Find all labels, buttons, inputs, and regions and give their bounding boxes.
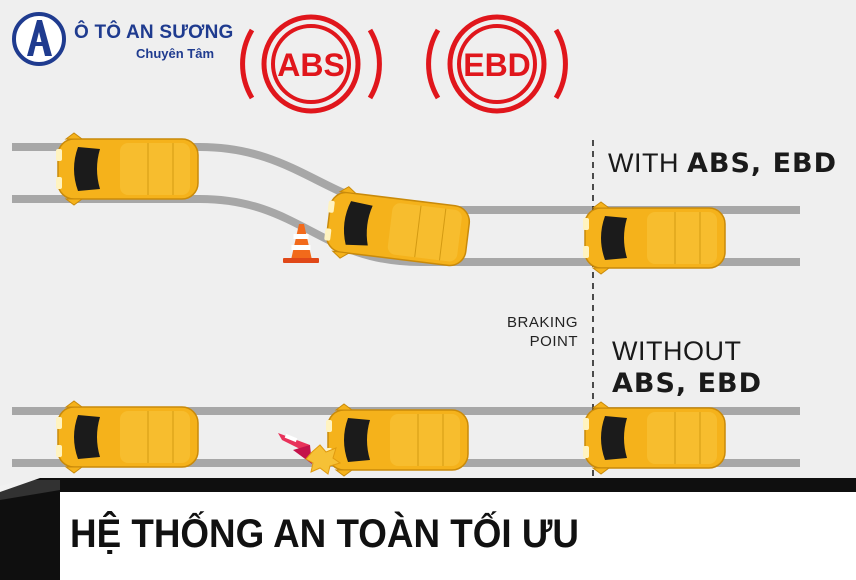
- braking-point-label: BRAKING POINT: [470, 313, 578, 351]
- without-systems: ABS, EBD: [612, 368, 763, 399]
- ebd-badge-icon: [426, 14, 568, 114]
- crash-burst-icon: [305, 444, 342, 475]
- ebd-badge-label: EBD: [463, 47, 531, 83]
- car-icon: [582, 401, 726, 475]
- brand-logo-icon: [12, 12, 66, 66]
- with-abs-label: WITH ABS, EBD: [608, 148, 837, 179]
- car-icon: [55, 400, 199, 474]
- footer-banner: [0, 478, 856, 580]
- traffic-cone-icon: [283, 224, 319, 263]
- with-systems: ABS, EBD: [686, 148, 837, 179]
- braking-line1: BRAKING: [506, 314, 578, 331]
- without-prefix: WITHOUT: [612, 336, 742, 366]
- brand: Ô TÔ AN SƯƠNG Chuyên Tâm: [12, 10, 233, 68]
- footer-title: HỆ THỐNG AN TOÀN TỐI ƯU: [70, 512, 579, 556]
- car-icon: [325, 403, 469, 477]
- without-abs-label: WITHOUT ABS, EBD: [612, 335, 762, 400]
- car-icon: [582, 201, 726, 275]
- abs-badge-label: ABS: [277, 47, 345, 83]
- car-icon: [55, 132, 199, 206]
- abs-badge-icon: [240, 14, 382, 114]
- braking-line2: POINT: [529, 333, 578, 350]
- brand-subtitle: Chuyên Tâm: [136, 46, 215, 61]
- brand-title: Ô TÔ AN SƯƠNG: [74, 22, 234, 43]
- with-prefix: WITH: [608, 148, 687, 178]
